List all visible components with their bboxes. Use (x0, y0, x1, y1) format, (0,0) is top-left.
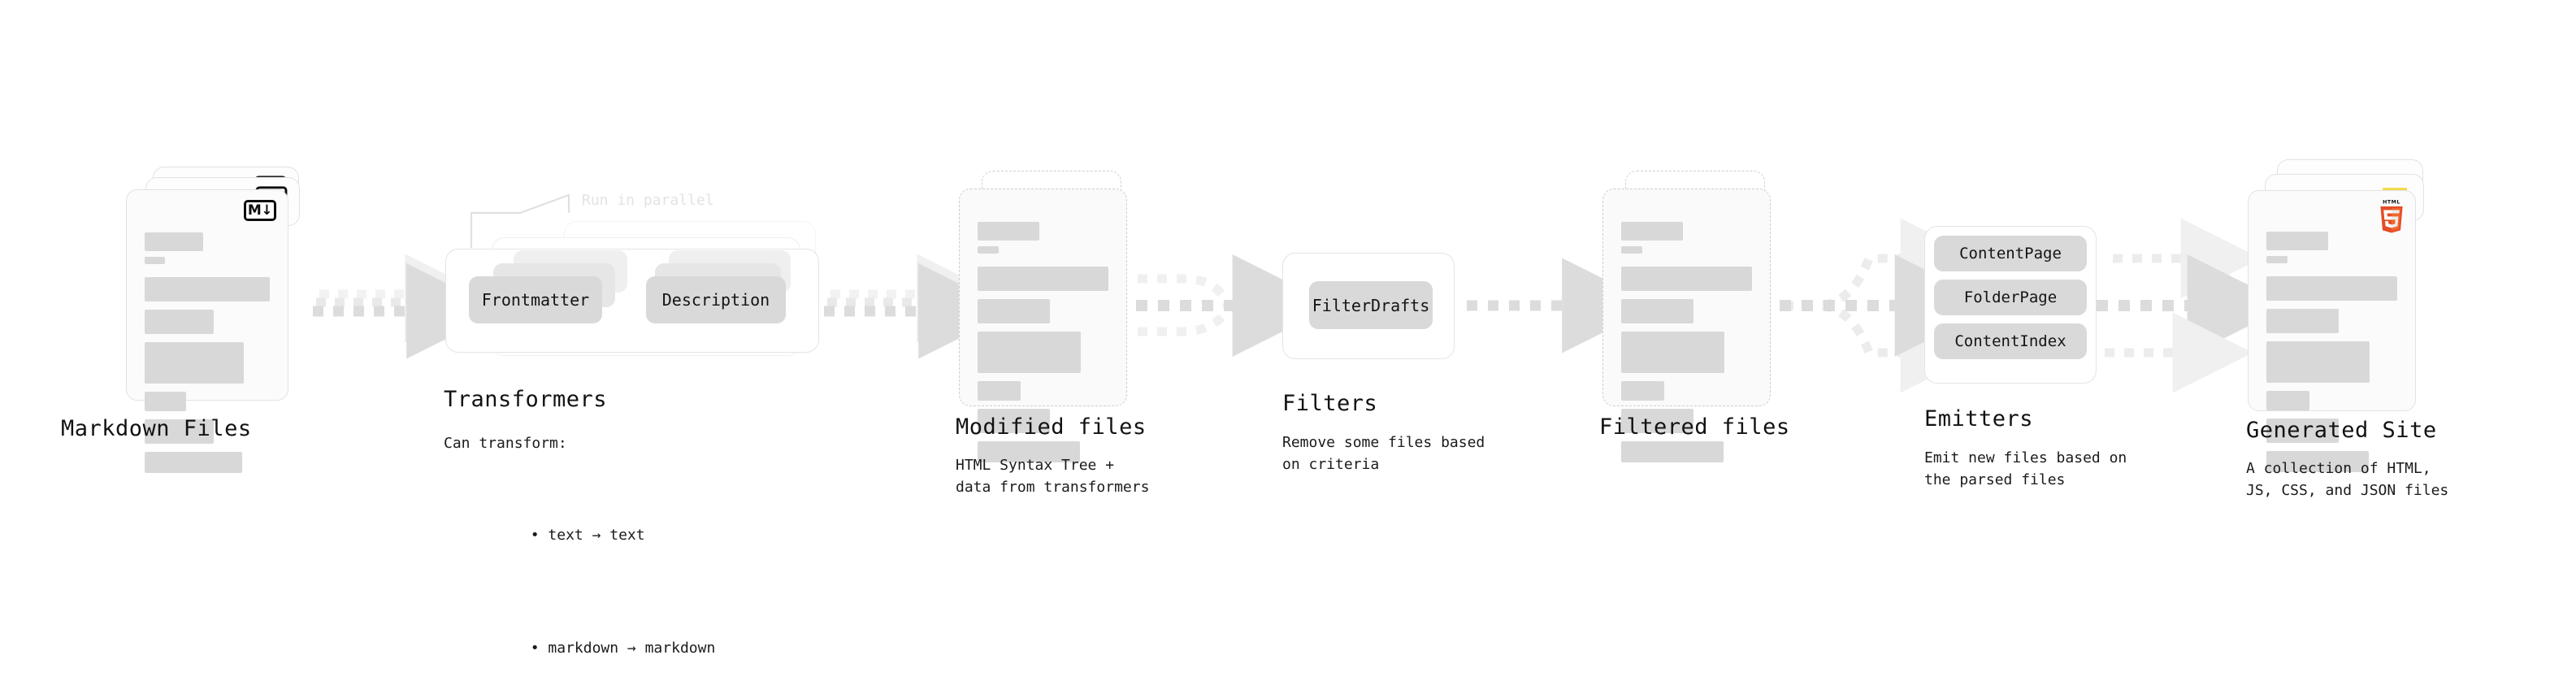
list-item-label: markdown → markdown (548, 640, 716, 657)
doc-placeholder-line (978, 381, 1021, 401)
doc-placeholder-line (145, 310, 214, 334)
doc-placeholder-line (2266, 419, 2339, 443)
modified-files-subtitle: HTML Syntax Tree + data from transformer… (956, 457, 1150, 496)
html5-badge: HTML (2380, 200, 2403, 233)
doc-placeholder-line (2266, 451, 2369, 472)
doc-placeholder-line (1621, 381, 1665, 401)
connector-filtered-to-emitters (1780, 218, 1997, 393)
doc-placeholder-line (145, 342, 244, 384)
doc-placeholder-line (145, 257, 165, 264)
filters-subtitle: Remove some files based on criteria (1282, 434, 1485, 473)
doc-placeholder-line (978, 222, 1039, 241)
emitter-folderpage[interactable]: FolderPage (1934, 280, 2087, 315)
doc-placeholder-line (978, 409, 1050, 433)
stage-title-transformers: Transformers (444, 387, 608, 412)
doc-placeholder-line (2266, 309, 2339, 333)
stage-modified-files: Modified files HTML Syntax Tree + data f… (956, 171, 1149, 496)
doc-placeholder-lines (1621, 222, 1752, 462)
stage-markdown-files: M↓ M↓ M↓ Markdown Files (61, 167, 317, 473)
stage-title-filtered-files: Filtered files (1599, 414, 1790, 440)
doc-placeholder-line (145, 392, 186, 411)
doc-placeholder-line (1621, 409, 1693, 433)
doc-placeholder-line (145, 277, 270, 301)
markdown-file-stack[interactable]: M↓ M↓ M↓ (126, 167, 317, 473)
doc-placeholder-line (978, 299, 1050, 323)
stage-generated-site: CSS HTML (2246, 159, 2448, 499)
bullet-icon: • (530, 640, 549, 657)
doc-placeholder-line (978, 267, 1108, 291)
svg-text:HTML: HTML (2383, 200, 2400, 206)
list-item: • text → text (460, 501, 715, 570)
list-item: • markdown → markdown (460, 614, 716, 681)
transformers-capability-list: • text → text • markdown → markdown • ht… (460, 456, 716, 681)
doc-placeholder-line (1621, 441, 1724, 462)
modified-card-front[interactable] (959, 189, 1127, 462)
doc-placeholder-line (1621, 332, 1725, 373)
bullet-icon: • (530, 526, 549, 544)
filtered-card-front[interactable] (1602, 189, 1771, 462)
transformers-subtitle: Can transform: (444, 435, 567, 452)
emitters-subtitle: Emit new files based on the parsed files (1924, 449, 2127, 488)
doc-placeholder-lines (2266, 232, 2397, 472)
doc-placeholder-line (978, 441, 1080, 462)
doc-placeholder-line (978, 246, 999, 254)
filtered-file-stack[interactable] (1602, 171, 1789, 462)
doc-placeholder-line (2266, 391, 2310, 410)
doc-placeholder-line (145, 419, 214, 444)
doc-placeholder-line (1621, 222, 1683, 241)
connector-transformers-to-modified (824, 254, 1014, 359)
transformer-description[interactable]: Description (646, 276, 786, 323)
emitter-contentpage[interactable]: ContentPage (1934, 236, 2087, 271)
doc-placeholder-line (1621, 267, 1752, 291)
doc-placeholder-line (145, 452, 243, 473)
doc-placeholder-lines (978, 222, 1108, 462)
site-card-front[interactable]: HTML (2248, 190, 2416, 472)
modified-file-stack[interactable] (959, 171, 1146, 462)
doc-placeholder-line (2266, 276, 2397, 301)
markdown-badge: M↓ (244, 200, 276, 221)
doc-placeholder-line (1621, 246, 1642, 254)
stage-title-markdown-files: Markdown Files (61, 416, 252, 441)
doc-placeholder-lines (145, 232, 270, 473)
transformer-frontmatter[interactable]: Frontmatter (469, 276, 602, 323)
emitter-contentindex[interactable]: ContentIndex (1934, 323, 2087, 359)
connector-modified-to-filters (1136, 254, 1335, 357)
generated-site-stack[interactable]: CSS HTML (2248, 159, 2447, 472)
stage-title-emitters: Emitters (1924, 406, 2034, 432)
doc-placeholder-line (978, 332, 1082, 373)
list-item-label: text → text (548, 526, 645, 544)
stage-title-modified-files: Modified files (956, 414, 1147, 440)
doc-placeholder-line (2266, 232, 2328, 250)
doc-placeholder-line (2266, 256, 2288, 263)
generated-site-subtitle: A collection of HTML, JS, CSS, and JSON … (2246, 460, 2449, 499)
filter-filterdrafts[interactable]: FilterDrafts (1309, 281, 1433, 329)
doc-placeholder-line (1621, 299, 1693, 323)
markdown-card-front[interactable]: M↓ (126, 189, 288, 473)
stage-filtered-files: Filtered files (1599, 171, 1789, 462)
doc-placeholder-line (2266, 341, 2370, 383)
stage-title-filters: Filters (1282, 391, 1378, 416)
stage-title-generated-site: Generated Site (2246, 418, 2437, 443)
connector-emitters-to-site (2097, 218, 2290, 393)
connector-md-to-transformers (313, 254, 502, 359)
run-in-parallel-label: Run in parallel (582, 192, 714, 209)
doc-placeholder-line (145, 232, 204, 251)
